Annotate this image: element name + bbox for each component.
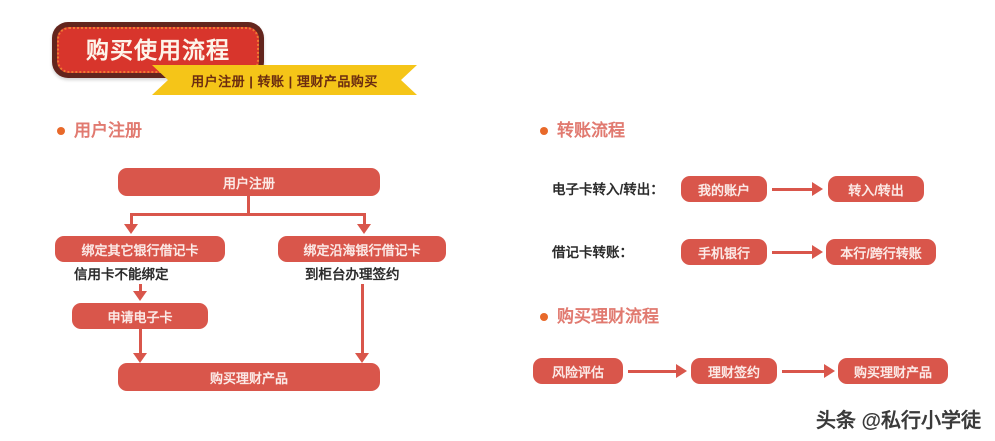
- connector-split-bar: [130, 213, 365, 216]
- note-counter-signing: 到柜台办理签约: [305, 267, 400, 282]
- connector-ecard-to-buy: [139, 329, 142, 355]
- bullet-icon: [57, 126, 65, 135]
- section-heading-wealth-label: 购买理财流程: [557, 307, 659, 326]
- arrow-down-right-branch: [357, 224, 371, 234]
- wealth-node-risk-assessment[interactable]: 风险评估: [533, 358, 623, 384]
- connector-start-stem: [247, 196, 250, 215]
- section-heading-registration-label: 用户注册: [74, 121, 142, 140]
- connector-transfer-row1: [772, 188, 816, 191]
- section-heading-registration: 用户注册: [57, 122, 142, 139]
- page-title: 购买使用流程: [86, 36, 230, 63]
- transfer-node-mobile-bank[interactable]: 手机银行: [681, 239, 767, 265]
- note-credit-card-not-bindable: 信用卡不能绑定: [74, 267, 169, 282]
- connector-wealth-1: [628, 370, 680, 373]
- section-heading-transfer: 转账流程: [540, 122, 625, 139]
- bullet-icon: [540, 126, 548, 135]
- arrow-right-wealth-2: [824, 364, 835, 378]
- transfer-node-in-out[interactable]: 转入/转出: [828, 176, 924, 202]
- connector-note-to-ecard: [139, 284, 142, 293]
- watermark-text: 头条 @私行小学徒: [815, 410, 981, 432]
- section-heading-transfer-label: 转账流程: [557, 121, 625, 140]
- bullet-icon: [540, 312, 548, 321]
- transfer-row-label-debit-card: 借记卡转账：: [552, 245, 633, 260]
- flow-node-apply-ecard[interactable]: 申请电子卡: [72, 303, 208, 329]
- flow-node-bind-coastal-bank-card[interactable]: 绑定沿海银行借记卡: [278, 236, 446, 262]
- connector-right-drop: [363, 213, 366, 226]
- flow-node-buy-wealth-product[interactable]: 购买理财产品: [118, 363, 380, 391]
- arrow-down-to-buy-right: [355, 353, 369, 363]
- flow-node-bind-other-bank-card[interactable]: 绑定其它银行借记卡: [55, 236, 225, 262]
- flow-node-user-registration[interactable]: 用户注册: [118, 168, 380, 196]
- arrow-down-left-branch: [124, 224, 138, 234]
- connector-left-drop: [130, 213, 133, 226]
- arrow-down-to-apply-ecard: [133, 291, 147, 301]
- wealth-node-sign-contract[interactable]: 理财签约: [691, 358, 777, 384]
- arrow-down-to-buy-left: [133, 353, 147, 363]
- transfer-row-label-ecard: 电子卡转入/转出：: [552, 182, 664, 197]
- arrow-right-wealth-1: [676, 364, 687, 378]
- connector-transfer-row2: [772, 251, 816, 254]
- connector-coastal-to-buy: [361, 284, 364, 355]
- arrow-right-transfer-row2: [812, 245, 823, 259]
- title-banner: 购买使用流程: [52, 22, 264, 78]
- section-heading-wealth: 购买理财流程: [540, 308, 659, 325]
- title-banner-inner: 购买使用流程: [57, 27, 259, 73]
- transfer-node-same-cross-bank[interactable]: 本行/跨行转账: [826, 239, 936, 265]
- connector-wealth-2: [782, 370, 828, 373]
- arrow-right-transfer-row1: [812, 182, 823, 196]
- subtitle-ribbon-label: 用户注册 | 转账 | 理财产品购买: [191, 73, 378, 89]
- subtitle-ribbon: 用户注册 | 转账 | 理财产品购买: [152, 65, 417, 95]
- wealth-node-buy-product[interactable]: 购买理财产品: [838, 358, 948, 384]
- transfer-node-my-account[interactable]: 我的账户: [681, 176, 767, 202]
